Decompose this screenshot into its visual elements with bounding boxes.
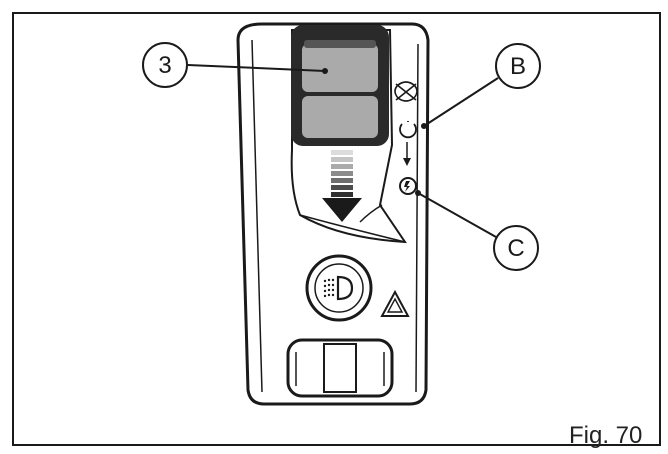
small-down-arrow-icon [403, 142, 411, 166]
rocker-switch-lower-face [302, 96, 378, 138]
headlight-icon [323, 275, 354, 301]
leader-dot-3 [322, 68, 328, 74]
leader-line-c [417, 192, 497, 238]
leader-dot-c [415, 190, 421, 196]
callout-circle-3 [142, 42, 188, 88]
callout-c-label: C [507, 235, 524, 262]
leader-line-3 [187, 64, 326, 72]
engine-stop-icon [394, 81, 418, 102]
callout-b-label: B [510, 53, 526, 80]
hazard-warning-icon [380, 289, 410, 317]
recess-fold [299, 204, 406, 243]
rocker-switch-upper-ridge [304, 40, 376, 48]
headlight-button [305, 254, 373, 322]
rocker-switch-upper-face [302, 44, 378, 92]
figure-label: Fig. 70 [569, 422, 643, 449]
housing-inner-edge [251, 39, 263, 393]
down-arrow-icon [322, 150, 362, 222]
engine-start-icon [399, 177, 417, 195]
callout-3-label: 3 [158, 52, 171, 79]
lower-switch [286, 338, 394, 398]
leader-line-b [423, 77, 499, 127]
cropped-edge-text: e [0, 312, 1, 323]
callout-circle-c [493, 225, 539, 271]
engine-off-icon [399, 121, 417, 139]
figure-frame [12, 12, 661, 446]
leader-dot-b [421, 123, 427, 129]
housing-inner-edge-right [415, 43, 419, 393]
callout-circle-b [495, 43, 541, 89]
